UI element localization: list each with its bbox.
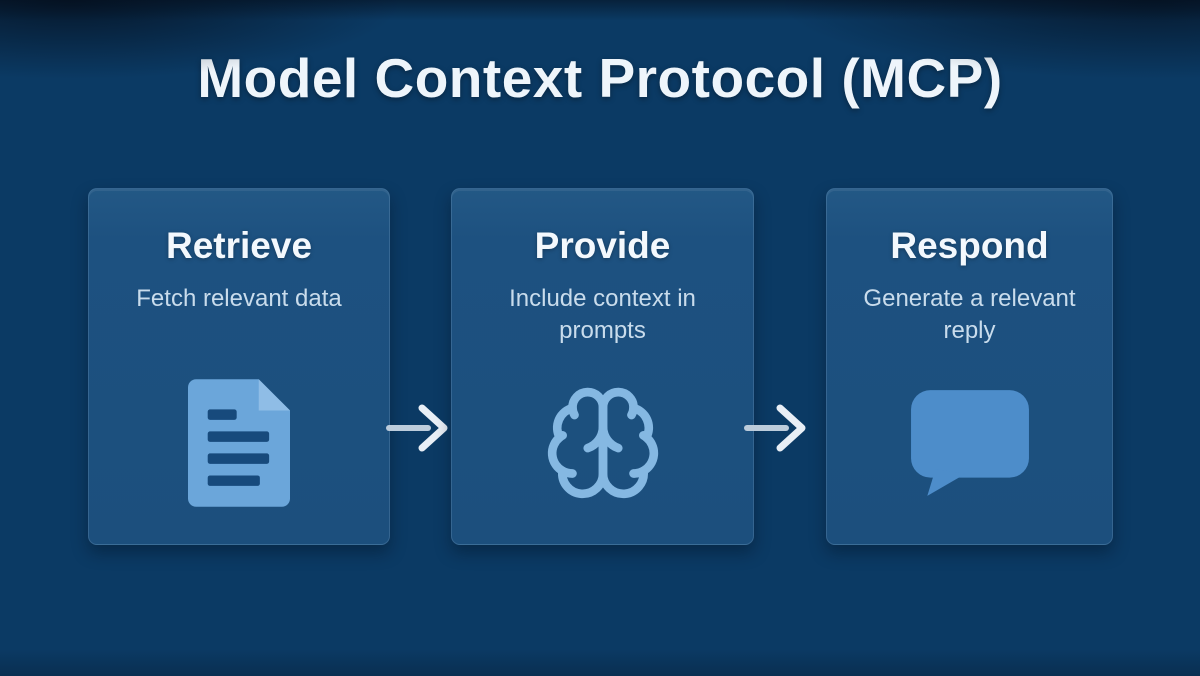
card-provide-title: Provide	[534, 225, 671, 266]
card-provide-subtitle: Include context in prompts	[509, 285, 696, 344]
card-retrieve-subtitle: Fetch relevant data	[136, 285, 342, 312]
card-retrieve-title: Retrieve	[165, 225, 313, 266]
speech-bubble-icon	[909, 375, 1031, 510]
document-icon	[188, 375, 290, 510]
card-provide: Provide Include context in prompts	[451, 188, 754, 545]
card-respond: Respond Generate a relevant reply	[826, 188, 1113, 545]
card-respond-subtitle: Generate a relevant reply	[863, 285, 1076, 344]
page-title: Model Context Protocol (MCP)	[197, 47, 1003, 109]
card-respond-title: Respond	[890, 225, 1049, 266]
card-retrieve: Retrieve Fetch relevant data	[88, 188, 390, 545]
right-arrow-icon	[744, 400, 808, 461]
right-arrow-icon	[386, 400, 450, 461]
brain-icon	[537, 375, 669, 510]
